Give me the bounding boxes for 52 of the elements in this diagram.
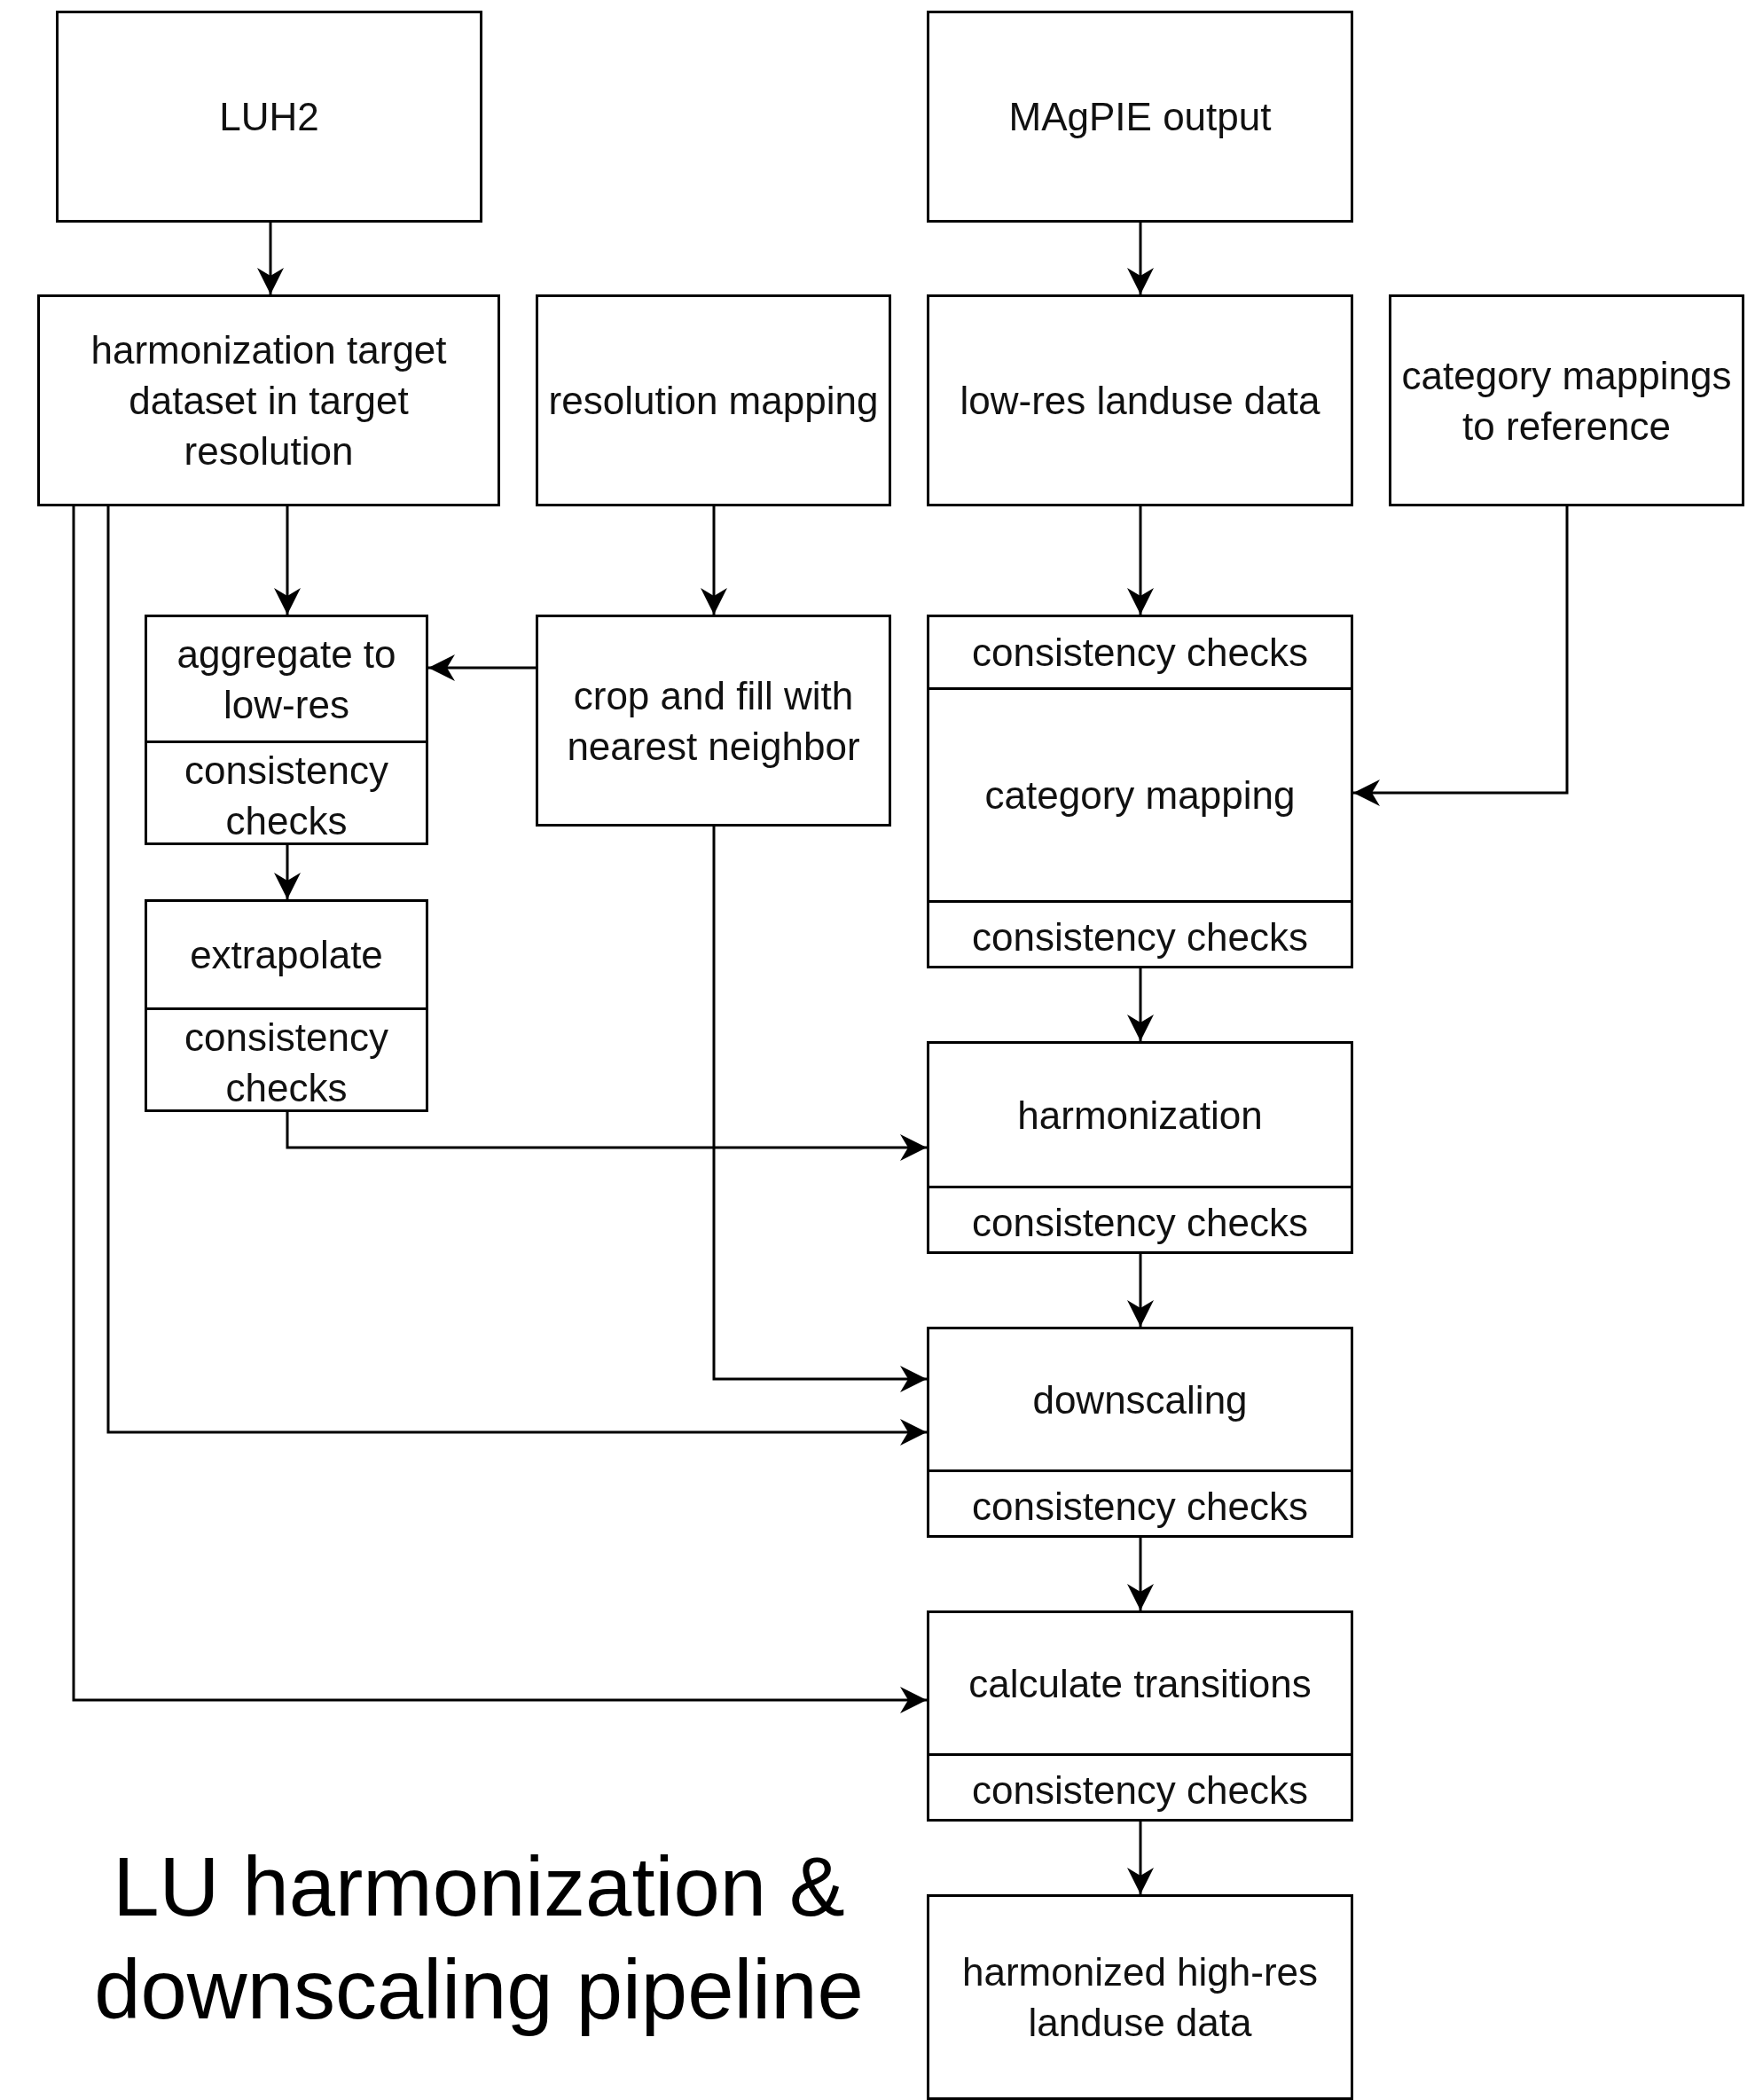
step-label: category mapping xyxy=(983,772,1297,819)
process-box xyxy=(927,1894,1353,2100)
arrow xyxy=(274,506,301,615)
arrow xyxy=(106,506,927,1446)
box-label: LUH2 xyxy=(218,94,320,140)
arrow xyxy=(701,506,727,615)
process-box xyxy=(927,1327,1353,1538)
process-box xyxy=(1389,294,1744,506)
arrow xyxy=(1127,506,1154,615)
process-box xyxy=(37,294,500,506)
process-box xyxy=(536,615,891,827)
step-label: consistency checks xyxy=(970,1484,1310,1530)
step-label: consistency checks xyxy=(970,914,1310,960)
process-box xyxy=(145,899,428,1112)
process-box xyxy=(927,1610,1353,1822)
box-label: resolution mapping xyxy=(547,378,880,424)
box-label: category mappings to reference xyxy=(1400,352,1733,450)
process-box xyxy=(56,11,482,223)
arrow xyxy=(1127,1538,1154,1610)
arrow xyxy=(712,827,927,1392)
box-label: MAgPIE output xyxy=(1007,94,1273,140)
arrow xyxy=(1127,223,1154,294)
step-label: consistency checks xyxy=(970,1200,1310,1246)
box-label: calculate transitions xyxy=(968,1660,1312,1707)
arrow xyxy=(1127,968,1154,1041)
arrow xyxy=(1353,506,1569,806)
step-label: consistency checks xyxy=(970,1767,1310,1814)
arrow xyxy=(1127,1254,1154,1327)
box-label: extrapolate xyxy=(189,932,384,978)
arrow xyxy=(428,654,536,681)
diagram-title: LU harmonization & downscaling pipeline xyxy=(93,1839,865,2038)
box-label: aggregate to low-res xyxy=(176,631,397,728)
arrow xyxy=(1127,1822,1154,1894)
arrow xyxy=(274,845,301,899)
process-box xyxy=(927,294,1353,506)
box-label: harmonization target dataset in target resolution xyxy=(90,327,448,474)
step-label: consistency checks xyxy=(184,748,389,844)
process-box xyxy=(927,615,1353,968)
box-label: harmonization xyxy=(1016,1092,1264,1139)
box-label: crop and fill with nearest neighbor xyxy=(566,672,861,770)
arrow xyxy=(72,506,927,1713)
process-box xyxy=(927,1041,1353,1254)
box-label: downscaling xyxy=(1031,1376,1249,1423)
process-box xyxy=(536,294,891,506)
step-label: consistency checks xyxy=(184,1015,389,1111)
process-box xyxy=(145,615,428,845)
box-label: consistency checks xyxy=(970,630,1310,676)
arrow xyxy=(286,1112,927,1161)
box-label: low-res landuse data xyxy=(959,378,1321,424)
box-label: harmonized high-res landuse data xyxy=(960,1949,1320,2046)
process-box xyxy=(927,11,1353,223)
arrow xyxy=(257,223,284,294)
